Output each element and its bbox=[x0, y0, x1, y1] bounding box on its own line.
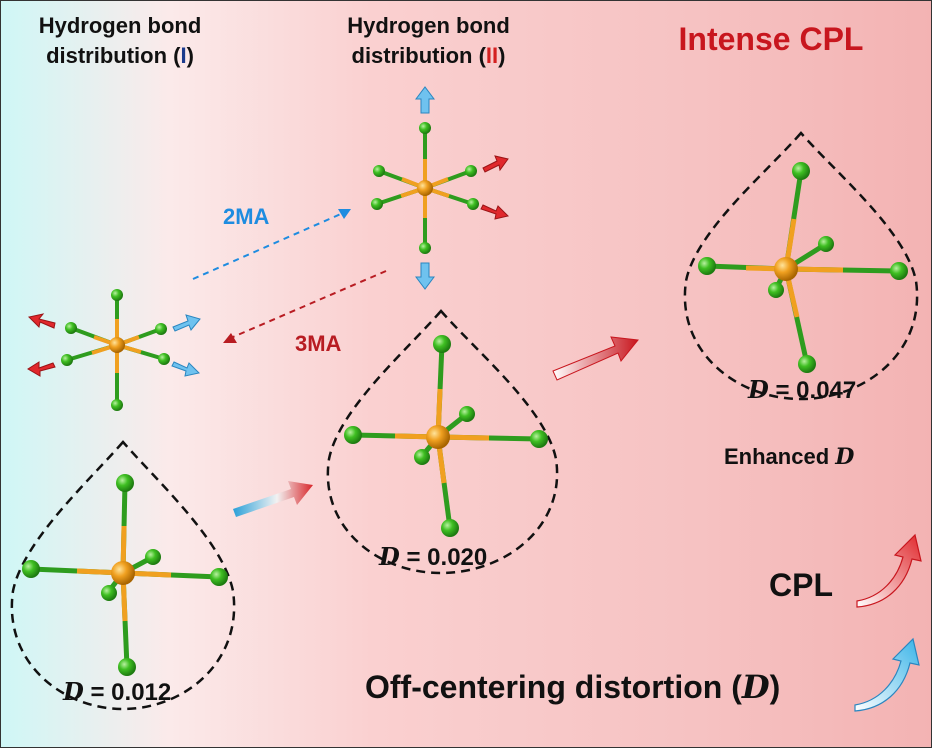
legend-off-centering-distortion: Off-centering distortion (D) bbox=[365, 668, 780, 706]
heading-hb-i-line1: Hydrogen bond bbox=[38, 13, 202, 38]
distortion-value-2: D = 0.020 bbox=[379, 542, 487, 572]
heading-hb-i-prefix: distribution ( bbox=[46, 43, 181, 68]
red-arrow-left-2 bbox=[27, 361, 56, 377]
red-arrow-right-2 bbox=[480, 204, 509, 220]
legend-distortion-prefix: Off-centering distortion ( bbox=[365, 669, 742, 705]
heading-hb-ii-suffix: ) bbox=[498, 43, 506, 68]
blue-arrow-up bbox=[415, 86, 435, 114]
distortion-eq: = bbox=[83, 679, 112, 706]
cpl-trend-arrow bbox=[856, 533, 922, 608]
distortion-number-2: 0.020 bbox=[427, 544, 488, 571]
label-enhanced-d: Enhanced D bbox=[724, 444, 854, 470]
distortion-number-1: 0.012 bbox=[111, 679, 172, 706]
progress-arrow-2 bbox=[552, 336, 639, 381]
heading-hb-ii-line1: Hydrogen bond bbox=[347, 13, 510, 38]
distortion-number-3: 0.047 bbox=[796, 377, 857, 404]
legend-distortion-symbol: D bbox=[741, 668, 770, 706]
label-2ma: 2MA bbox=[223, 204, 270, 229]
red-arrow-left-1 bbox=[27, 313, 56, 329]
arrow-3ma bbox=[223, 270, 387, 343]
blue-arrow-right-1 bbox=[172, 314, 201, 332]
red-arrow-right-1 bbox=[482, 155, 509, 173]
teardrop-outline-2 bbox=[326, 309, 559, 575]
distortion-symbol: D bbox=[379, 542, 400, 571]
cluster-hb-i bbox=[27, 289, 201, 411]
octahedron-2 bbox=[344, 335, 548, 537]
teardrop-outline-1 bbox=[10, 440, 236, 711]
legend-cpl: CPL bbox=[769, 567, 833, 603]
title-intense-cpl: Intense CPL bbox=[678, 21, 864, 57]
distortion-eq: = bbox=[399, 544, 428, 571]
distortion-value-1: D = 0.012 bbox=[63, 677, 171, 707]
teardrop-outline-3 bbox=[683, 131, 919, 401]
blue-arrow-down bbox=[415, 262, 435, 290]
progress-arrow-1 bbox=[233, 481, 313, 517]
cluster-hb-ii bbox=[371, 86, 509, 290]
heading-hb-distribution-ii: Hydrogen bond distribution (II) bbox=[316, 11, 541, 71]
distortion-eq: = bbox=[768, 377, 797, 404]
heading-hb-i-line2: distribution (I) bbox=[9, 41, 231, 71]
distortion-symbol: D bbox=[63, 677, 84, 706]
distortion-value-3: D = 0.047 bbox=[748, 375, 856, 405]
distortion-symbol: D bbox=[748, 375, 769, 404]
heading-hb-ii-prefix: distribution ( bbox=[351, 43, 486, 68]
heading-hb-i-suffix: ) bbox=[186, 43, 194, 68]
enhanced-prefix: Enhanced bbox=[724, 444, 836, 469]
heading-hb-distribution-i: Hydrogen bond distribution (I) bbox=[9, 11, 231, 71]
heading-hb-ii-line2: distribution (II) bbox=[316, 41, 541, 71]
heading-hb-i-roman: I bbox=[180, 43, 187, 68]
octahedron-1 bbox=[22, 474, 228, 676]
blue-arrow-right-2 bbox=[171, 361, 201, 377]
distortion-trend-arrow bbox=[854, 637, 920, 712]
label-3ma: 3MA bbox=[295, 331, 342, 356]
enhanced-symbol: D bbox=[835, 444, 855, 470]
octahedron-3 bbox=[698, 162, 908, 373]
arrow-2ma bbox=[192, 209, 351, 280]
heading-hb-ii-roman: II bbox=[485, 43, 499, 68]
legend-distortion-suffix: ) bbox=[769, 669, 781, 705]
